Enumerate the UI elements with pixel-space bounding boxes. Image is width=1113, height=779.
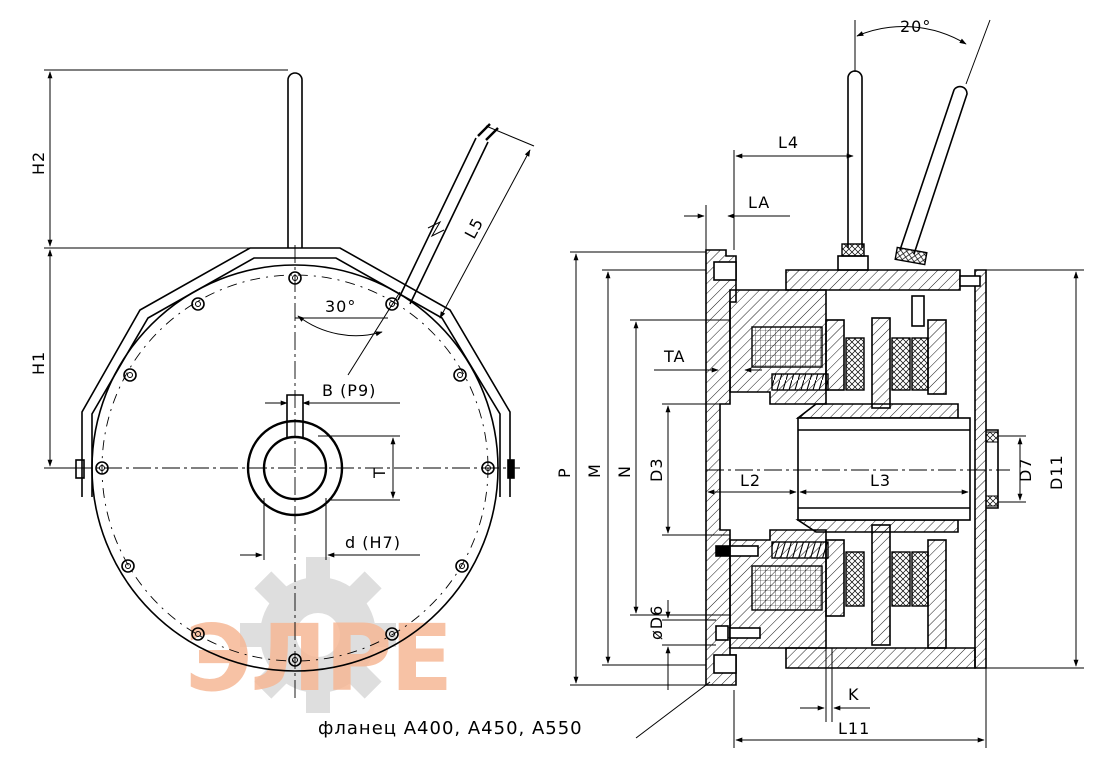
label-h1: H1 [29, 351, 48, 375]
label-angle-30: 30° [325, 297, 356, 316]
label-l2: L2 [740, 471, 761, 490]
label-b-p9: B (P9) [322, 381, 376, 400]
label-ta: TA [663, 347, 685, 366]
side-section: 20° L4 LA TA P M N D3 [555, 17, 1084, 748]
label-d6: øD6 [647, 605, 666, 640]
label-la: LA [748, 193, 770, 212]
lever-tilted [899, 85, 968, 255]
label-l11: L11 [838, 719, 870, 738]
watermark-text: ЭЛРЕ [185, 605, 451, 712]
release-yoke [81, 247, 511, 497]
label-l4: L4 [778, 133, 799, 152]
label-d7: D7 [1016, 458, 1035, 483]
label-angle-20: 20° [900, 17, 931, 36]
bore-circle [262, 435, 328, 501]
label-l3: L3 [870, 471, 891, 490]
release-lever [287, 72, 303, 248]
lever-vertical [847, 70, 863, 248]
hub [795, 403, 959, 419]
label-d3: D3 [647, 458, 666, 483]
label-d11: D11 [1047, 454, 1066, 490]
label-p: P [555, 467, 574, 478]
cable [397, 123, 499, 305]
label-t: T [370, 467, 389, 479]
watermark-logo: ЭЛРЕ [185, 557, 453, 713]
gear-icon [240, 557, 396, 713]
label-m: M [585, 463, 604, 478]
label-n: N [615, 465, 634, 478]
hub-circle [246, 419, 344, 517]
front-view: H2 H1 L5 30° B (P9) T d (H7) [29, 69, 535, 700]
label-d-h7: d (H7) [345, 533, 401, 552]
label-h2: H2 [29, 151, 48, 175]
mounting-bolts [95, 271, 495, 667]
label-k: K [848, 685, 860, 704]
caption-flange: фланец А400, А450, А550 [318, 718, 583, 739]
